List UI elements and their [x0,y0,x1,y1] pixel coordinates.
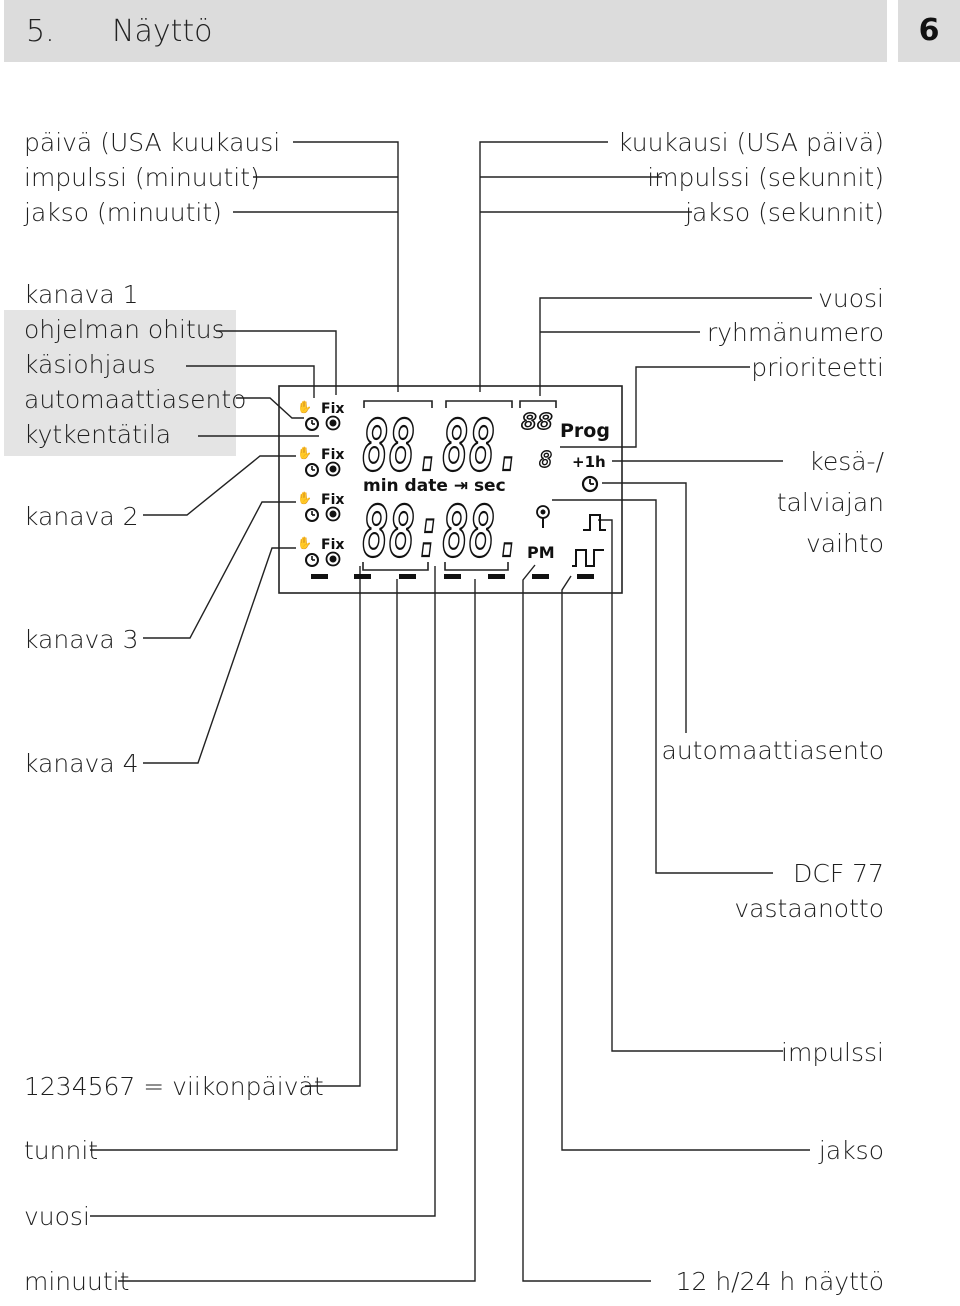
hand-icon: ✋ [297,446,312,460]
clock-icon [305,508,319,522]
clock-icon [581,475,599,493]
label-impulse: impulssi [781,1038,884,1067]
clock-icon [305,463,319,477]
page-number-box: 6 [898,0,960,62]
label-reception: vastaanotto [734,894,884,923]
label-priority: prioriteetti [751,353,884,382]
channel-row-1: ✋ Fix [297,400,344,431]
switch-state-icon [325,415,341,431]
label-dst-2: talviajan [776,488,884,517]
label-12-24h: 12 h/24 h näyttö [675,1267,884,1296]
label-year-left: vuosi [24,1202,90,1231]
label-cycle-minutes: jakso (minuutit) [24,198,222,227]
channel-row-3: ✋ Fix [297,491,344,522]
label-impulse-seconds: impulssi (sekunnit) [647,163,884,192]
label-auto-mode-right: automaattiasento [661,736,884,765]
label-cycle: jakso [818,1136,884,1165]
label-group-number: ryhmänumero [706,318,884,347]
hand-icon: ✋ [297,536,312,550]
channel-row-4: ✋ Fix [297,536,344,567]
label-channel2: kanava 2 [24,502,139,531]
lcd-bottom-digits: 88:88. [362,491,522,573]
channel1-highlight [4,310,236,456]
prog-label: Prog [560,420,610,442]
pm-label: PM [527,543,555,562]
fix-label: Fix [321,401,344,417]
impulse-icon [583,514,606,531]
switch-state-icon [325,506,341,522]
section-number: 5. [26,14,55,49]
label-auto-mode-left: automaattiasento [24,385,247,414]
fix-label: Fix [321,447,344,463]
hand-icon: ✋ [297,491,312,505]
hand-icon: ✋ [297,400,312,414]
label-year-right: vuosi [818,284,884,313]
section-header: 5. Näyttö [4,0,887,62]
label-minutes: minuutit [24,1267,130,1296]
lcd-small-digits: 88 [521,410,553,435]
switch-state-icon [325,461,341,477]
label-dst-3: vaihto [805,529,884,558]
label-weekdays: 1234567 = viikonpäivät [24,1072,324,1101]
fix-label: Fix [321,492,344,508]
lcd-brackets [362,400,557,571]
switch-state-icon [325,551,341,567]
label-dst-1: kesä-/ [809,447,884,476]
antenna-icon [536,505,550,528]
unit-labels: min date ⇥ sec [363,476,506,496]
plus1h-label: +1h [572,453,606,471]
lcd-frame [278,385,623,594]
cycle-icon [572,549,604,567]
clock-icon [305,417,319,431]
lcd-single-digit: 8 [539,448,552,473]
label-hours: tunnit [24,1136,99,1165]
lcd-top-digits: 88.88. [362,405,522,487]
clock-icon [305,553,319,567]
channel-row-2: ✋ Fix [297,446,344,477]
label-dcf77: DCF 77 [793,859,884,888]
connector-lines [90,141,812,1282]
label-cycle-seconds: jakso (sekunnit) [685,198,884,227]
label-channel1: kanava 1 [24,280,139,309]
section-title: Näyttö [112,14,213,49]
fix-label: Fix [321,537,344,553]
label-channel4: kanava 4 [24,749,139,778]
label-channel3: kanava 3 [24,625,139,654]
weekday-indicators [311,574,594,579]
label-day: päivä (USA kuukausi [24,128,281,157]
label-impulse-minutes: impulssi (minuutit) [24,163,260,192]
label-program-override: ohjelman ohitus [24,315,225,344]
page-number: 6 [918,13,940,48]
label-switch-state: kytkentätila [24,420,172,449]
label-month: kuukausi (USA päivä) [618,128,884,157]
label-manual-control: käsiohjaus [24,350,156,379]
